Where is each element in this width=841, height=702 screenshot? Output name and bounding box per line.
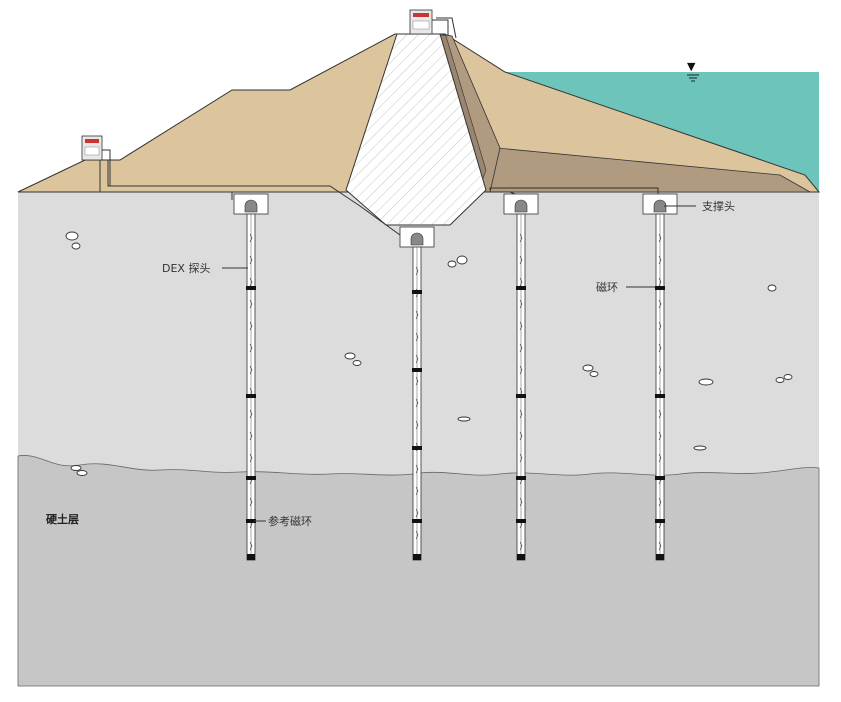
dex-probe-mark [415,376,419,386]
dex-probe-mark [519,299,523,309]
dex-probe-mark [519,255,523,265]
magnetic-ring [412,519,422,523]
dex-probe-label: DEX 探头 [162,262,210,275]
dex-probe-mark [415,508,419,518]
dex-probe-mark [658,431,662,441]
dex-probe-mark [415,354,419,364]
data-logger-left [81,135,103,161]
dex-probe-mark [658,497,662,507]
dex-probe-mark [249,541,253,551]
magnetic-ring [516,476,526,480]
dex-probe-mark [519,233,523,243]
dex-probe-mark [519,497,523,507]
dex-probe-mark [249,365,253,375]
hard-soil-label: 硬土层 [46,512,79,526]
dex-probe-mark [415,398,419,408]
dex-probe-mark [249,321,253,331]
dex-probe-mark [415,530,419,540]
dex-probe-mark [658,255,662,265]
dex-probe-mark [415,420,419,430]
magnetic-ring [246,394,256,398]
rocks [65,231,793,476]
magnetic-ring [516,394,526,398]
magnetic-ring [655,394,665,398]
reference-ring-label: 参考磁环 [268,514,312,528]
borehole-3 [503,193,539,561]
dex-probe-mark [249,299,253,309]
dex-probe-mark [249,453,253,463]
dex-probe-mark [658,409,662,419]
magnetic-ring [246,476,256,480]
dex-probe-mark [658,365,662,375]
bottom-cap [656,554,664,560]
dex-probe-mark [415,464,419,474]
magnetic-ring [655,519,665,523]
magnetic-ring [412,290,422,294]
magnetic-ring [516,519,526,523]
dex-probe-mark [658,453,662,463]
bottom-cap [247,554,255,560]
support-head [410,232,424,246]
dex-probe-mark [249,497,253,507]
svg-text:▼: ▼ [687,60,696,73]
signal-cables [98,17,659,236]
dex-probe-mark [519,409,523,419]
dex-probe-mark [415,486,419,496]
dex-probe-mark [658,343,662,353]
dex-probe-mark [415,310,419,320]
bottom-cap [413,554,421,560]
magnetic-ring [246,286,256,290]
borehole-1 [233,193,269,561]
bottom-cap [517,554,525,560]
magnetic-ring [412,368,422,372]
magnetic-ring [246,519,256,523]
support-head [244,199,258,213]
dex-probe-mark [249,343,253,353]
dex-probe-mark [249,233,253,243]
dex-probe-mark [519,431,523,441]
dex-probe-mark [415,332,419,342]
dex-probe-mark [519,277,523,287]
dex-probe-mark [658,277,662,287]
dex-probe-mark [519,365,523,375]
support-head-label: 支撑头 [702,199,735,213]
clay-core [345,33,487,226]
dex-probe-mark [519,541,523,551]
dex-probe-mark [658,233,662,243]
dex-probe-mark [658,541,662,551]
dex-probe-mark [249,255,253,265]
magnetic-ring [655,476,665,480]
dex-probe-mark [249,277,253,287]
dex-probe-mark [658,299,662,309]
dex-probe-mark [658,321,662,331]
dex-probe-mark [519,343,523,353]
data-logger-crest [409,9,433,35]
dex-probe-mark [249,409,253,419]
dex-probe-mark [249,431,253,441]
magnetic-ring [655,286,665,290]
inclinometer-holes [233,193,678,561]
support-head [514,199,528,213]
magnetic-ring [516,286,526,290]
water-level-icon: ▼ [687,60,699,82]
dex-probe-mark [519,453,523,463]
dex-probe-mark [415,266,419,276]
leader-lines [222,205,696,522]
dex-probe-mark [519,321,523,331]
magnetic-ring-label: 磁环 [596,281,618,294]
magnetic-ring [412,446,422,450]
borehole-2 [399,226,435,561]
reservoir-water [505,72,819,192]
borehole-4 [642,193,678,561]
